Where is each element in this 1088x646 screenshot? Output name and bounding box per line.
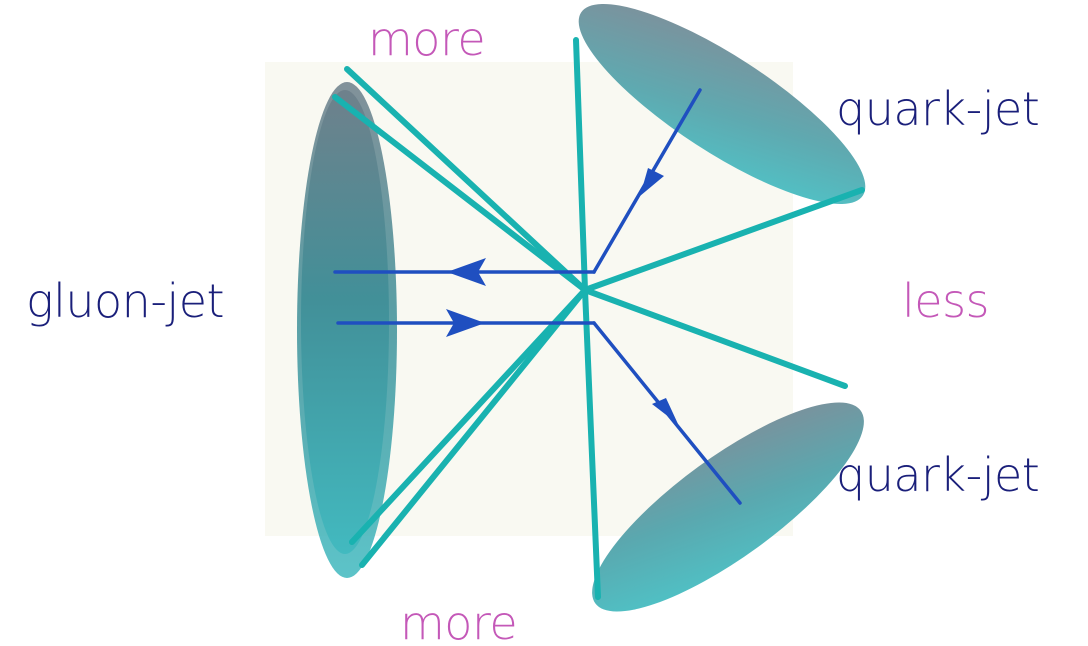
label-more-top: more [368, 12, 486, 66]
quark-top-arrowhead [640, 168, 664, 196]
gluon-upper-arrowhead [447, 258, 486, 286]
quark-jet-bottom-cone [592, 402, 864, 612]
label-quark-jet-bottom: quark-jet [836, 448, 1040, 502]
arrow-heads [446, 168, 678, 424]
quark-bottom-cone-edge-right [582, 287, 848, 389]
gluon-cone-edge-lower-2 [359, 287, 588, 568]
label-less: less [902, 274, 990, 328]
label-more-bottom: more [400, 596, 518, 646]
gluon-cone-edge-upper-2 [332, 94, 588, 293]
quark-bottom-arrowhead [652, 398, 678, 424]
gluon-cone-edge-upper-1 [344, 66, 588, 293]
gluon-jet-cone [297, 82, 397, 578]
gluon-cone-edge-lower-1 [349, 287, 588, 545]
quark-jet-top-cone [578, 4, 866, 204]
quark-top-cone-edge-vertical [573, 37, 588, 293]
label-quark-jet-top: quark-jet [836, 82, 1040, 136]
quark-top-cone-edge-right [582, 187, 865, 293]
label-gluon-jet: gluon-jet [26, 274, 225, 328]
quark-bottom-cone-edge-vertical [582, 287, 601, 600]
cone-edges [332, 37, 865, 600]
gluon-lower-arrowhead [446, 309, 485, 337]
